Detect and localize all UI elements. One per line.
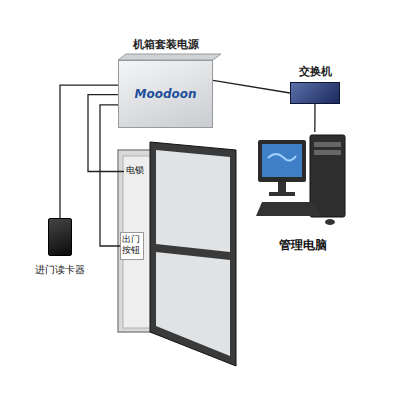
node-label: 电锁: [126, 165, 148, 176]
node-label: Moodoon: [134, 87, 196, 101]
node-label: 机箱套装电源: [133, 37, 199, 52]
node-box: 电锁: [124, 164, 150, 179]
node-box: 出门 按钮: [120, 232, 144, 260]
node-box: 进门读卡器: [48, 218, 72, 256]
node-label: 交换机: [299, 64, 332, 79]
monitor-screen: [262, 144, 302, 177]
node-label: 进门读卡器: [35, 263, 85, 277]
wire: [213, 80, 290, 93]
door-glass: [156, 150, 230, 252]
monitor-base: [269, 192, 295, 196]
node-label: 管理电脑: [255, 237, 350, 254]
door-glass: [156, 252, 230, 356]
mouse: [325, 219, 335, 225]
pc-tower: [310, 135, 345, 217]
monitor-neck: [278, 182, 286, 192]
door-leaf: [150, 142, 236, 366]
drive-bay: [314, 142, 341, 147]
node-box: 交换机: [290, 82, 340, 104]
screen-map: [268, 154, 296, 161]
node-label: 出门 按钮: [122, 234, 140, 256]
wire: [314, 104, 315, 132]
monitor: [258, 140, 306, 182]
node-box: 机箱套装电源Moodoon: [118, 60, 213, 128]
node-box: 管理电脑: [255, 132, 350, 254]
wire: [100, 105, 120, 246]
drive-bay: [314, 150, 341, 155]
keyboard: [256, 202, 320, 216]
